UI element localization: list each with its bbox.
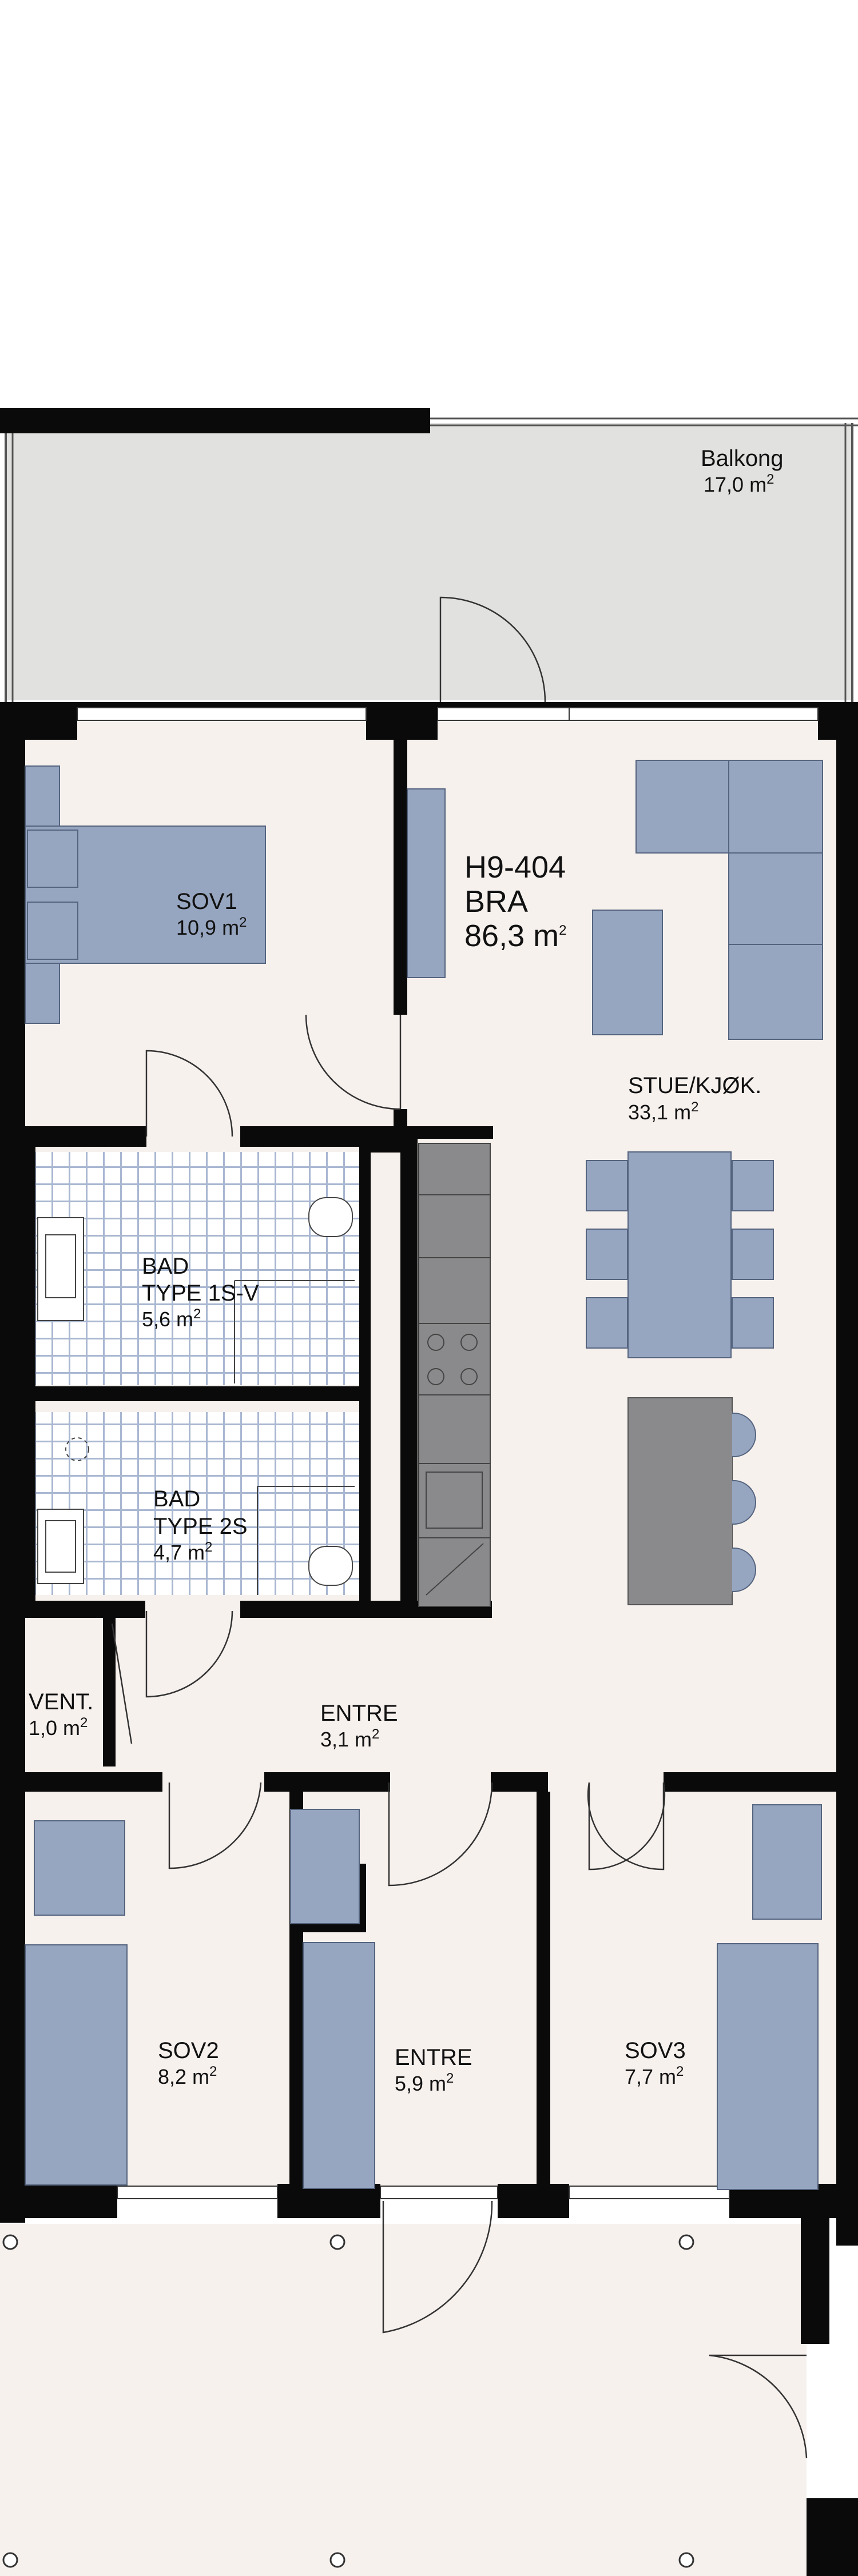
balcony-parapet-wall xyxy=(0,408,430,433)
entre2-area: 5,9 m2 xyxy=(395,2071,454,2095)
windows xyxy=(77,707,819,2199)
wardrobe-sov1 xyxy=(407,788,446,978)
bad1-type: TYPE 1S-V xyxy=(142,1281,259,1306)
unit-bra-label: BRA xyxy=(464,884,528,919)
kitchen-counter xyxy=(418,1143,491,1607)
bath1-tile-floor xyxy=(34,1152,360,1385)
stue-label: STUE/KJØK. xyxy=(628,1073,761,1098)
sov1-bed xyxy=(25,765,266,1024)
entre1-area: 3,1 m2 xyxy=(320,1726,379,1751)
door-swings xyxy=(111,596,808,2459)
balcony-label: Balkong xyxy=(701,446,784,471)
bad1-area: 5,6 m2 xyxy=(142,1306,201,1331)
sov3-area: 7,7 m2 xyxy=(625,2064,684,2088)
walls xyxy=(0,702,858,2576)
sov2-label: SOV2 xyxy=(158,2038,219,2063)
bad2-label: BAD xyxy=(153,1486,200,1512)
vent-label: VENT. xyxy=(29,1689,93,1714)
sov1-area: 10,9 m2 xyxy=(176,915,247,939)
bad2-type: TYPE 2S xyxy=(153,1514,248,1539)
vent-area: 1,0 m2 xyxy=(29,1715,88,1740)
sov1-label: SOV1 xyxy=(176,889,237,914)
entre1-label: ENTRE xyxy=(320,1701,398,1726)
balcony xyxy=(0,408,858,703)
sov2-area: 8,2 m2 xyxy=(158,2064,217,2088)
sov3-label: SOV3 xyxy=(625,2038,686,2063)
lower-terrace-floor xyxy=(0,2224,807,2576)
lower-beds xyxy=(25,1804,822,2190)
stue-area: 33,1 m2 xyxy=(628,1099,698,1124)
bath-fixtures xyxy=(37,1197,355,1595)
kitchen-island xyxy=(627,1397,756,1605)
bad1-label: BAD xyxy=(142,1254,189,1279)
terrace-posts xyxy=(2,2234,694,2568)
bad2-area: 4,7 m2 xyxy=(153,1540,212,1564)
dining-set xyxy=(586,1151,774,1358)
balcony-area: 17,0 m2 xyxy=(704,472,774,496)
unit-area: 86,3 m2 xyxy=(464,919,566,953)
stue-sofa xyxy=(592,760,823,1040)
bath2-tile-floor xyxy=(34,1412,360,1595)
unit-id: H9-404 xyxy=(464,850,566,884)
entre2-label: ENTRE xyxy=(395,2045,472,2070)
